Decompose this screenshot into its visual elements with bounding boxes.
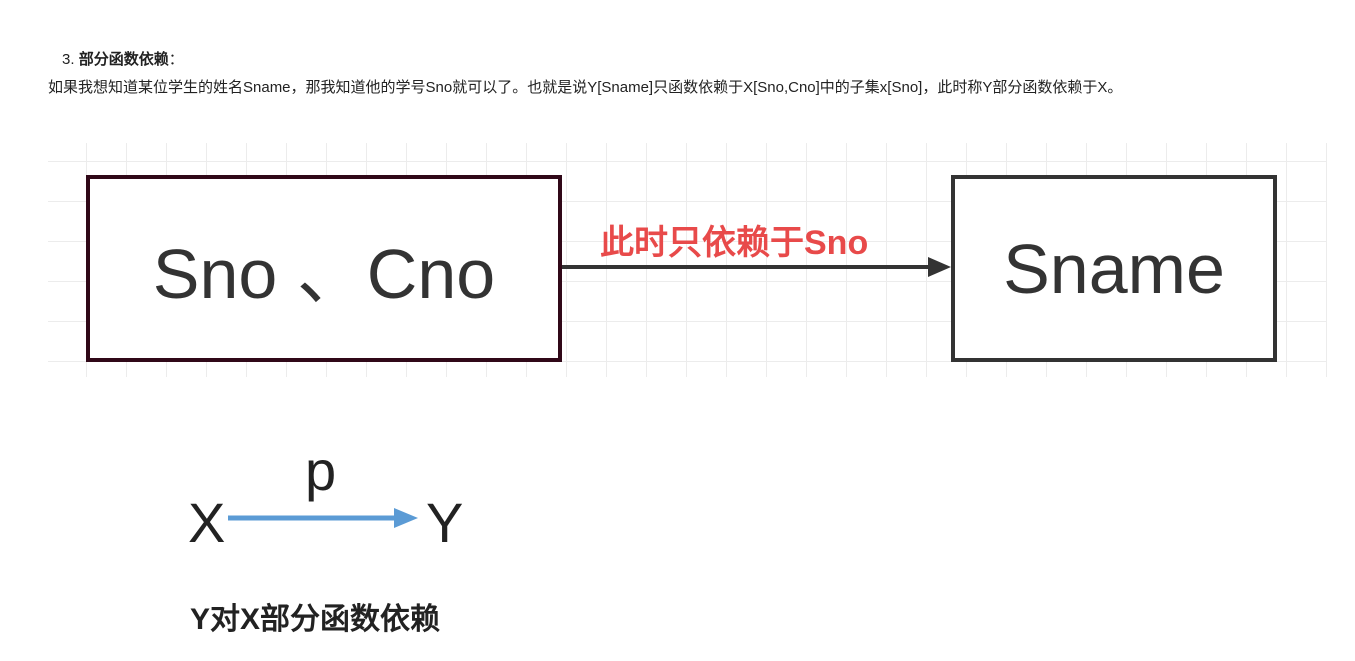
heading-title: 部分函数依赖	[78, 51, 169, 68]
source-label: Sno 、Cno	[152, 235, 496, 313]
x-symbol: X	[188, 491, 226, 554]
dependency-arrow	[562, 257, 951, 277]
partial-arrow	[228, 508, 418, 528]
y-symbol: Y	[426, 491, 464, 554]
source-box: Sno 、Cno	[86, 175, 562, 362]
heading-number: 3.	[62, 51, 75, 68]
notation-caption: Y对X部分函数依赖	[190, 603, 441, 636]
target-label: Sname	[1003, 229, 1225, 308]
section-heading: 3. 部分函数依赖：	[62, 48, 184, 69]
heading-colon: ：	[168, 51, 184, 68]
partial-marker: p	[305, 439, 337, 502]
dependency-diagram: Sno 、Cno 此时只依赖于Sno Sname	[48, 143, 1327, 377]
arrow-label: 此时只依赖于Sno	[600, 224, 869, 262]
explanation-paragraph: 如果我想知道某位学生的姓名Sname，那我知道他的学号Sno就可以了。也就是说Y…	[48, 79, 1123, 96]
target-box: Sname	[951, 175, 1277, 362]
